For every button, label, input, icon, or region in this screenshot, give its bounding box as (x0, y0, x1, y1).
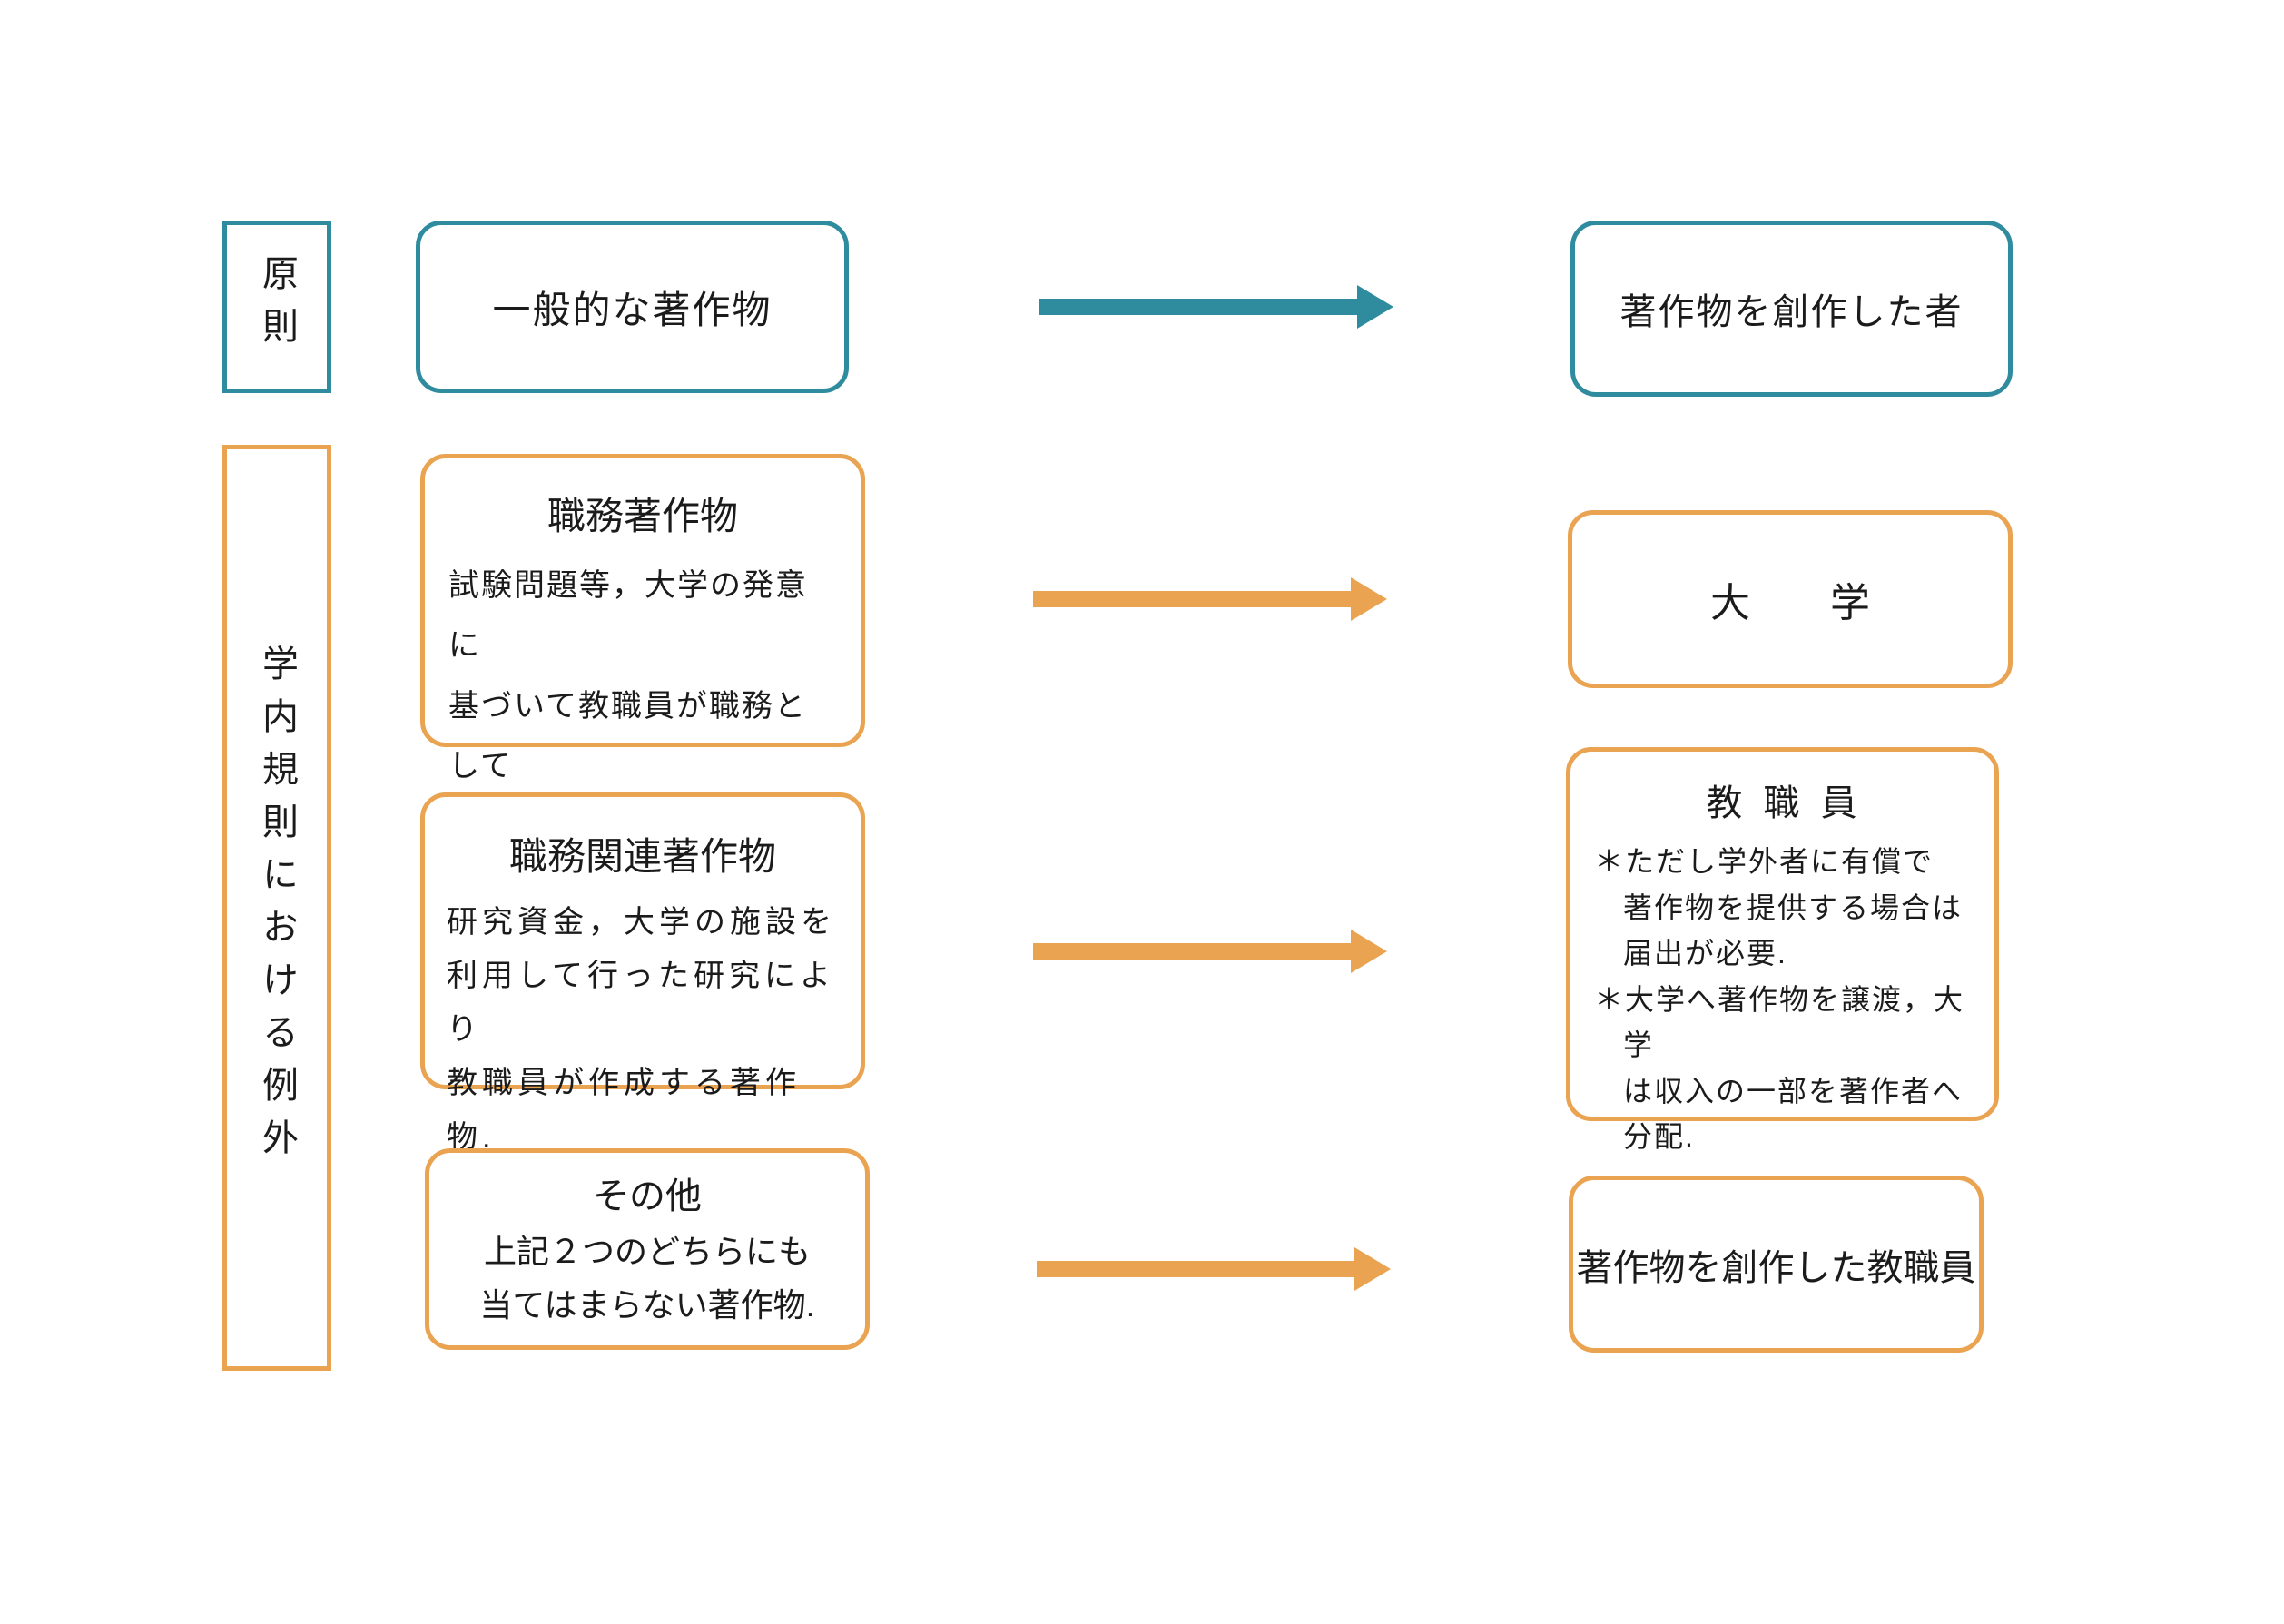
box-other-description: 上記２つのどちらにも 当てはまらない著作物. (479, 1232, 815, 1324)
arrow-head (1351, 930, 1387, 973)
arrow-kanren-right (1033, 930, 1387, 973)
box-kanren-work: 職務関連著作物 研究資金，大学の施設を 利用して行った研究により 教職員が作成す… (420, 792, 865, 1155)
arrow-shaft (1039, 299, 1357, 315)
arrow-head (1357, 285, 1393, 329)
box-kanren-description: 研究資金，大学の施設を 利用して行った研究により 教職員が作成する著作物. (447, 905, 836, 1155)
box-university: 大 学 (1568, 510, 2013, 688)
row-label-principle: 原則 (222, 221, 331, 393)
box-work-creator: 著作物を創作した者 (1570, 221, 2013, 397)
arrow-shaft (1033, 591, 1351, 607)
arrow-shokumu-right (1033, 577, 1387, 621)
arrow-other-right (1037, 1247, 1391, 1291)
box-staff-note-2: ＊大学へ著作物を譲渡，大学 は収入の一部を著作者へ 分配. (1594, 982, 1965, 1154)
box-other-title: その他 (593, 1176, 702, 1216)
box-created-staff: 著作物を創作した教職員 (1569, 1176, 1984, 1353)
box-general-work: 一般的な著作物 (416, 221, 849, 393)
arrow-shaft (1037, 1261, 1354, 1277)
box-staff-note-1: ＊ただし学外者に有償で 著作物を提供する場合は 届出が必要. (1594, 845, 1964, 970)
arrow-principle-right (1039, 285, 1393, 329)
arrow-head (1351, 577, 1387, 621)
box-kanren-title: 職務関連著作物 (508, 835, 776, 878)
box-staff-title: 教 職 員 (1706, 783, 1863, 823)
box-shokumu-title: 職務著作物 (546, 495, 738, 537)
box-other-work: その他 上記２つのどちらにも 当てはまらない著作物. (425, 1148, 870, 1350)
arrow-shaft (1033, 943, 1351, 960)
box-shokumu-work: 職務著作物 試験問題等，大学の発意に 基づいて教職員が職務として 作成する著作物… (420, 454, 865, 843)
box-staff: 教 職 員 ＊ただし学外者に有償で 著作物を提供する場合は 届出が必要. ＊大学… (1566, 747, 1999, 1153)
column-label-exception: 学内規則における例外 (222, 445, 331, 1371)
arrow-head (1354, 1247, 1391, 1291)
